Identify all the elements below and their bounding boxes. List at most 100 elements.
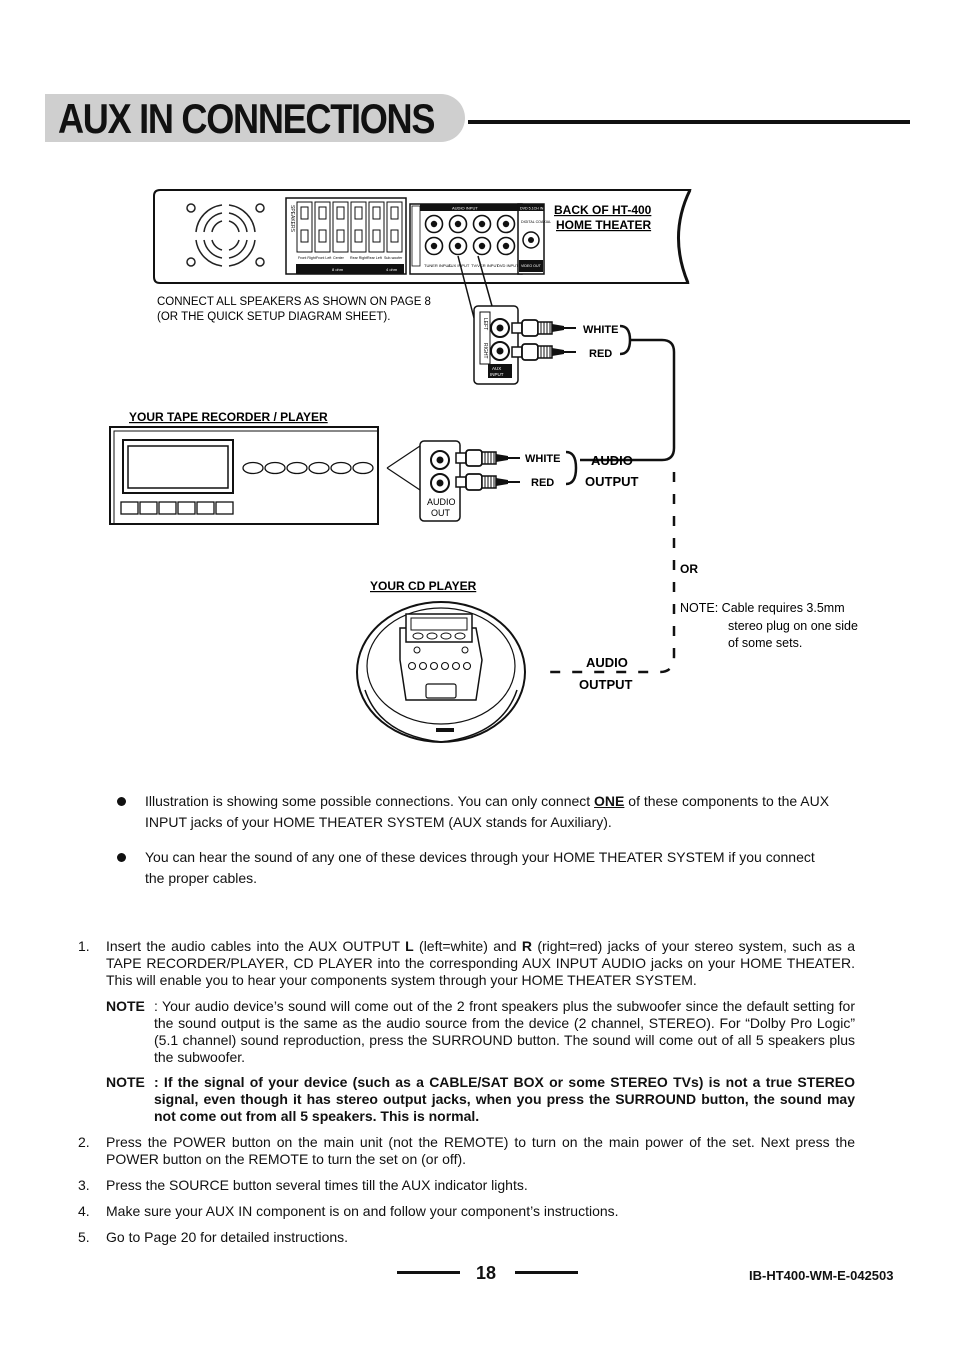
note-label: NOTE <box>106 998 145 1014</box>
plug-body <box>465 473 483 491</box>
step-number: 3. <box>78 1177 90 1193</box>
step-2-text: Press the POWER button on the main unit … <box>106 1134 855 1167</box>
cd-button <box>426 632 438 640</box>
rca-jack-core <box>454 220 462 228</box>
cd-button <box>454 632 466 640</box>
tape-button <box>286 461 308 475</box>
terminal-post <box>336 206 345 220</box>
callout-left: LEFT <box>482 318 488 330</box>
step-2: 2. Press the POWER button on the main un… <box>78 1134 855 1168</box>
cd-button <box>412 632 424 640</box>
page-number-rule-left <box>397 1271 460 1274</box>
connection-diagram: SPEAKERS Front Right Front Left Center R… <box>109 189 858 743</box>
bullet-dot <box>117 797 126 806</box>
panel-aux: AUX INPUT <box>448 263 470 268</box>
plug-tip <box>511 322 523 334</box>
panel-video-out: VIDEO OUT <box>521 264 542 268</box>
plug-boot <box>496 478 508 486</box>
panel-digital-coaxial: DIGITAL COAXIAL <box>521 220 551 224</box>
page-number: 18 <box>476 1263 497 1283</box>
tape-key <box>139 501 158 515</box>
connect-note-1: CONNECT ALL SPEAKERS AS SHOWN ON PAGE 8 <box>157 296 431 308</box>
title-background <box>45 94 465 142</box>
panel-tvvcr: TV/VCR INPUT <box>471 263 499 268</box>
document-code: IB-HT400-WM-E-042503 <box>749 1268 894 1283</box>
plug-body <box>521 319 539 337</box>
tape-button <box>242 461 264 475</box>
tape-key <box>177 501 196 515</box>
step-1-left: L <box>405 938 414 954</box>
step-3: 3. Press the SOURCE button several times… <box>78 1177 855 1194</box>
cd-round-button <box>418 661 428 671</box>
terminal-post <box>336 229 345 243</box>
step-5-text: Go to Page 20 for detailed instructions. <box>106 1229 349 1245</box>
rca-jack-core <box>502 242 510 250</box>
callout-right: RIGHT <box>482 343 488 359</box>
step-4-text: Make sure your AUX IN component is on an… <box>106 1203 619 1219</box>
tape-label: YOUR TAPE RECORDER / PLAYER <box>129 410 328 424</box>
fan-grille <box>186 203 265 267</box>
terminal-post <box>372 229 381 243</box>
red-label-top: RED <box>589 348 612 360</box>
audio-label-tape: AUDIO <box>591 453 633 468</box>
plug-tip <box>455 476 467 488</box>
cable-note-1: NOTE: Cable requires 3.5mm <box>680 601 845 615</box>
back-label-2: HOME THEATER <box>556 218 651 232</box>
panel-center: Center <box>333 256 345 260</box>
panel-speakers-label: SPEAKERS <box>289 205 295 233</box>
page-number-rule-right <box>515 1271 578 1274</box>
tape-button <box>264 461 286 475</box>
bullet-dot <box>117 853 126 862</box>
speaker-terminals: SPEAKERS Front Right Front Left Center R… <box>285 197 407 275</box>
panel-tuner: TUNER INPUT <box>424 263 451 268</box>
plug-boot <box>496 454 508 462</box>
panel-audio-input: AUDIO INPUT <box>452 206 478 211</box>
panel-front-left: Front Left <box>316 256 331 260</box>
step-1-right: R <box>521 938 533 954</box>
aux-input-callout: LEFT RIGHT AUX INPUT <box>457 255 519 385</box>
step-1-text-e: (right=red) jacks of your stereo system,… <box>106 938 855 988</box>
cd-label: YOUR CD PLAYER <box>370 579 477 593</box>
plug-body <box>465 449 483 467</box>
audio-input-block: AUDIO INPUT TUNER INPUT AUX INPUT TV/VCR… <box>409 203 551 275</box>
tape-key <box>158 501 177 515</box>
white-label-top: WHITE <box>583 324 618 336</box>
audio-out-2: OUT <box>431 508 451 518</box>
plug-body <box>521 343 539 361</box>
bullet-1-emph: ONE <box>594 793 625 809</box>
tape-button <box>352 461 374 475</box>
bullet-1-pre: Illustration is showing some possible co… <box>145 793 595 809</box>
speaker-terminal <box>368 201 385 253</box>
tape-recorder <box>109 426 379 525</box>
terminal-post <box>372 206 381 220</box>
note-2-text: : If the signal of your device (such as … <box>154 1074 855 1124</box>
speaker-terminal <box>386 201 403 253</box>
cable-note-3: of some sets. <box>728 636 802 650</box>
step-4: 4. Make sure your AUX IN component is on… <box>78 1203 855 1220</box>
bullet-item: You can hear the sound of any one of the… <box>115 847 835 889</box>
terminal-post <box>390 229 399 243</box>
cd-round-button <box>407 661 417 671</box>
step-5: 5. Go to Page 20 for detailed instructio… <box>78 1229 855 1246</box>
panel-front-right: Front Right <box>298 256 316 260</box>
white-label-tape: WHITE <box>525 453 560 465</box>
red-label-tape: RED <box>531 477 554 489</box>
audio-out-1: AUDIO <box>427 497 456 507</box>
bullet-list: Illustration is showing some possible co… <box>115 791 835 903</box>
cd-round-button <box>461 646 469 654</box>
step-1: 1. Insert the audio cables into the AUX … <box>78 938 855 1125</box>
panel-rear-left: Rear Left <box>367 256 382 260</box>
panel-dvd: DVD INPUT <box>497 263 519 268</box>
step-number: 5. <box>78 1229 90 1245</box>
tape-button <box>330 461 352 475</box>
tape-jack-callout: AUDIO OUT <box>386 440 461 522</box>
or-label: OR <box>680 562 698 576</box>
panel-ohm8: 8 ohm <box>332 267 344 272</box>
plug-boot <box>552 324 564 332</box>
cable-note-2: stereo plug on one side <box>728 619 858 633</box>
speaker-terminal <box>296 201 313 253</box>
note-2: NOTE : If the signal of your device (suc… <box>106 1074 855 1125</box>
bullet-item: Illustration is showing some possible co… <box>115 791 835 833</box>
cd-round-button <box>440 661 450 671</box>
step-3-text: Press the SOURCE button several times ti… <box>106 1177 528 1193</box>
